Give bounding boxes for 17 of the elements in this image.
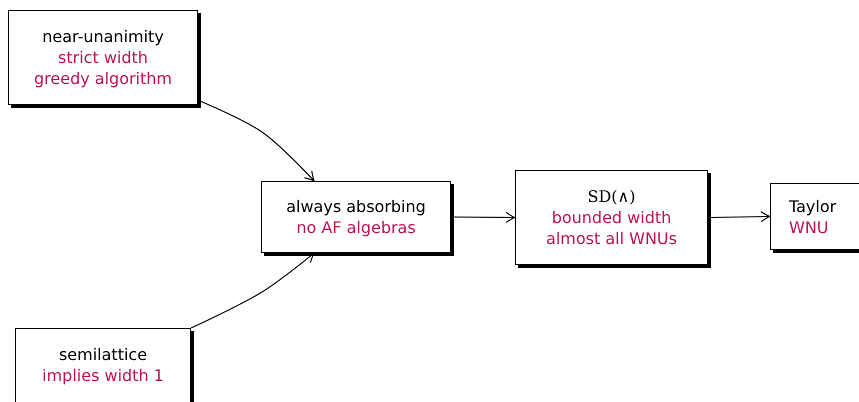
process-box (261, 181, 451, 253)
node-property: greedy algorithm (34, 68, 172, 89)
node-property: almost all WNUs (546, 228, 677, 249)
process-box (770, 183, 859, 250)
node-title: always absorbing (286, 196, 426, 217)
node-title: SD(∧) (588, 186, 636, 207)
node-property: bounded width (552, 207, 672, 228)
node-title: near-unanimity (42, 26, 164, 47)
node-title: Taylor (789, 196, 836, 216)
node-property: no AF algebras (296, 217, 416, 238)
process-box (8, 10, 198, 105)
process-box (515, 170, 708, 265)
node-property: implies width 1 (42, 365, 164, 386)
node-property: strict width (58, 47, 148, 68)
node-title: semilattice (58, 344, 148, 365)
node-property: WNU (789, 216, 828, 238)
process-box (15, 328, 191, 402)
